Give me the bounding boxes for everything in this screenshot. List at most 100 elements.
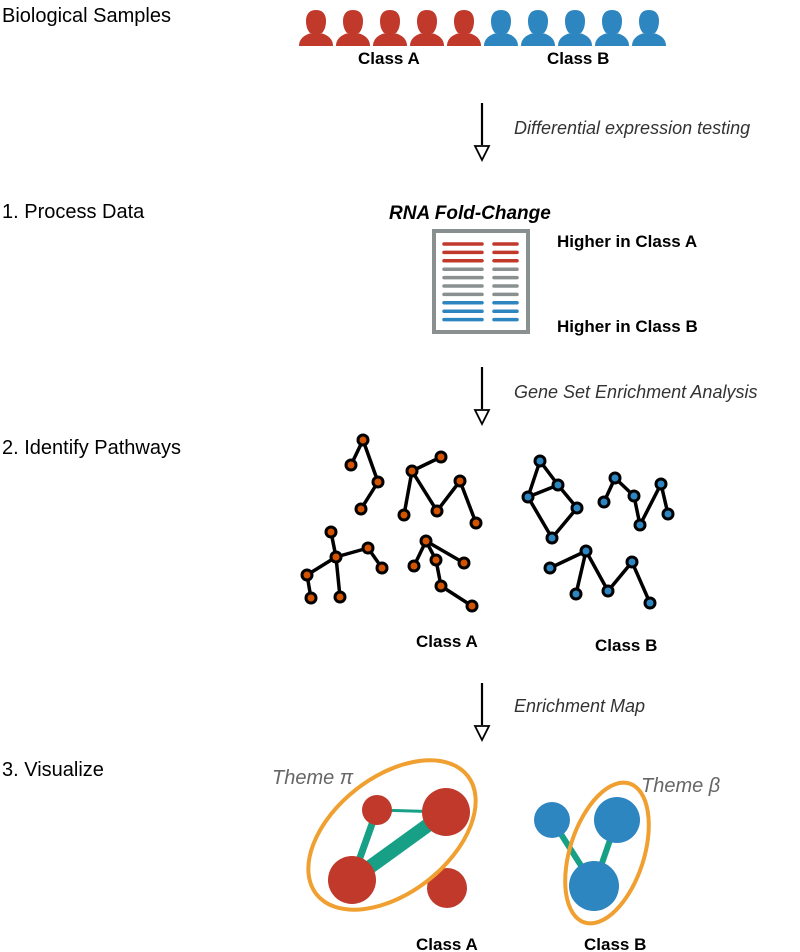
pathway-edge: [550, 506, 579, 540]
pathway-node: [569, 587, 583, 601]
pathway-node: [329, 550, 343, 564]
pathway-node: [654, 477, 668, 491]
samples-class-b-label: Class B: [547, 49, 609, 68]
pathway-node: [601, 584, 615, 598]
pathway-node: [627, 489, 641, 503]
arrow-enrichment-map: [473, 683, 491, 743]
higher-class-a-label: Higher in Class A: [557, 232, 697, 251]
visualize-class-a-label: Class A: [416, 935, 478, 952]
pathway-node: [371, 475, 385, 489]
pathway-node: [333, 590, 347, 604]
person-icon-class-a: [373, 10, 407, 46]
pathway-edge: [458, 480, 478, 524]
pathway-node: [361, 541, 375, 555]
pathway-node: [597, 495, 611, 509]
pathway-node: [543, 561, 557, 575]
visualize-class-b-label: Class B: [584, 935, 646, 952]
fold-change-panel: [432, 229, 530, 334]
pathway-node: [375, 561, 389, 575]
pathway-node: [570, 501, 584, 515]
pathways-class-a-label: Class A: [416, 632, 478, 651]
enrichment-map-class-b: [534, 780, 651, 926]
pathway-node: [356, 433, 370, 447]
node-b-small: [534, 802, 570, 838]
pathway-node: [545, 531, 559, 545]
pathway-a3: [300, 525, 389, 605]
node-a-top-right: [422, 788, 470, 836]
pathway-edge: [584, 550, 610, 592]
node-a-isolated: [427, 868, 467, 908]
pathway-node: [465, 599, 479, 613]
pathway-edge: [402, 470, 414, 516]
fold-change-title: RNA Fold-Change: [389, 203, 551, 224]
gsea-label: Gene Set Enrichment Analysis: [514, 382, 757, 402]
pathway-edge: [361, 439, 380, 483]
pathway-edge: [549, 549, 587, 570]
pathway-a1: [344, 433, 385, 516]
higher-class-b-label: Higher in Class B: [557, 317, 698, 336]
node-b-bottom: [569, 861, 619, 911]
samples-class-a-label: Class A: [358, 49, 420, 68]
pathway-node: [354, 502, 368, 516]
pathway-node: [324, 525, 338, 539]
fold-change-rows: [442, 242, 519, 322]
pathway-node: [344, 458, 358, 472]
pathway-node: [661, 507, 675, 521]
pathway-node: [407, 559, 421, 573]
pathway-edge: [630, 561, 652, 604]
pathway-node: [633, 518, 647, 532]
pathway-node: [457, 556, 471, 570]
pathway-edge: [526, 496, 554, 539]
pathway-node: [300, 568, 314, 582]
de-testing-label: Differential expression testing: [514, 118, 750, 138]
pathway-b1: [521, 454, 584, 545]
person-icon-class-b: [595, 10, 629, 46]
enrichment-map-label: Enrichment Map: [514, 696, 645, 716]
pathway-a2: [397, 450, 483, 530]
pathway-node: [453, 474, 467, 488]
person-icon-class-a: [410, 10, 444, 46]
person-icon-class-b: [632, 10, 666, 46]
arrow-de-testing: [473, 103, 491, 163]
pathway-networks: [300, 433, 675, 613]
pathway-node: [434, 450, 448, 464]
pathway-node: [551, 478, 565, 492]
step-process-data: 1. Process Data: [2, 201, 145, 223]
pathway-node: [397, 508, 411, 522]
pathway-node: [419, 534, 433, 548]
pathway-node: [304, 591, 318, 605]
pathway-node: [405, 464, 419, 478]
pathway-node: [643, 596, 657, 610]
pathway-node: [469, 516, 483, 530]
person-icon-class-b: [558, 10, 592, 46]
node-a-small: [362, 795, 392, 825]
pathway-edge: [410, 470, 439, 512]
pathway-edge: [638, 483, 663, 526]
person-icon-class-b: [521, 10, 555, 46]
pathway-edge: [334, 556, 342, 598]
person-icon-class-b: [484, 10, 518, 46]
pathway-edge: [425, 539, 465, 565]
step-visualize: 3. Visualize: [2, 759, 104, 781]
node-a-bottom-left: [328, 856, 376, 904]
pathway-node: [434, 579, 448, 593]
pathway-b3: [543, 544, 657, 610]
theme-a-ring: [306, 758, 478, 912]
theme-b-label: Theme β: [641, 775, 720, 797]
pathway-node: [430, 504, 444, 518]
pathway-node: [579, 544, 593, 558]
person-icon-class-a: [447, 10, 481, 46]
pathway-node: [521, 490, 535, 504]
pathway-node: [429, 553, 443, 567]
pathway-node: [625, 555, 639, 569]
person-icon-class-a: [299, 10, 333, 46]
step-identify-pathways: 2. Identify Pathways: [2, 437, 181, 459]
pathway-node: [533, 454, 547, 468]
person-icon-class-a: [336, 10, 370, 46]
theme-a-label: Theme π: [272, 767, 354, 789]
node-b-top: [594, 797, 640, 843]
enrichment-map-class-a: [306, 758, 478, 912]
sample-icons: [299, 10, 666, 46]
step-biological-samples: Biological Samples: [2, 5, 171, 27]
